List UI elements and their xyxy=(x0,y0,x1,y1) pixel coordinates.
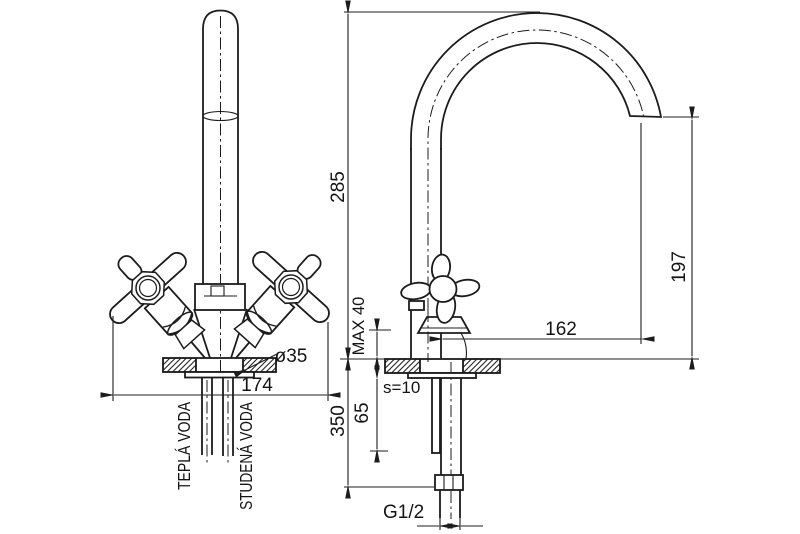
body-side-outline xyxy=(460,332,467,360)
hot-water-label: TEPLÁ VODA xyxy=(173,402,194,490)
spout-joint-line xyxy=(202,110,239,122)
handle-boss-side xyxy=(428,275,458,303)
flange-hatch-right xyxy=(242,357,277,373)
handle-side xyxy=(400,253,481,362)
handle-lobe-left xyxy=(400,281,432,301)
dim-label-max40: MAX 40 xyxy=(350,297,368,356)
dim-label-162: 162 xyxy=(545,319,577,340)
front-view: 174 ø35 TEPLÁ VODA STUDENÁ VODA xyxy=(84,9,355,510)
supply-pipe-side xyxy=(440,378,462,475)
dim-label-197: 197 xyxy=(669,251,690,283)
side-axis-centerline xyxy=(427,29,645,310)
cold-water-label: STUDENÁ VODA xyxy=(235,402,256,510)
dim-label-diameter: ø35 xyxy=(275,346,308,367)
flange-side-hatch-left xyxy=(384,358,421,374)
dim-label-width: 174 xyxy=(241,375,273,396)
flange-side-hatch-right xyxy=(462,358,501,374)
hex-nut xyxy=(434,474,464,491)
gooseneck-spout xyxy=(410,12,663,150)
thread-label: G1/2 xyxy=(383,502,424,523)
under-plate-side xyxy=(407,372,477,379)
pipe-end xyxy=(439,490,461,518)
dim-label-285: 285 xyxy=(328,171,349,203)
spout-holder xyxy=(194,283,246,311)
supply-pipes-front xyxy=(201,377,234,456)
side-view: 285 350 MAX 40 65 s=10 162 197 G1/2 xyxy=(328,0,699,530)
under-plate-front xyxy=(184,371,255,379)
dim-label-65: 65 xyxy=(352,402,373,423)
threaded-stud xyxy=(431,377,441,454)
washer-label: s=10 xyxy=(383,378,420,397)
hex-nut-facets xyxy=(443,475,454,490)
handle-collar-side xyxy=(408,300,425,311)
spout-tube-front xyxy=(202,9,239,284)
dim-label-350: 350 xyxy=(328,405,349,437)
holder-notch xyxy=(210,285,225,297)
leader-line-diameter xyxy=(233,353,278,378)
flange-hatch-left xyxy=(162,357,197,373)
